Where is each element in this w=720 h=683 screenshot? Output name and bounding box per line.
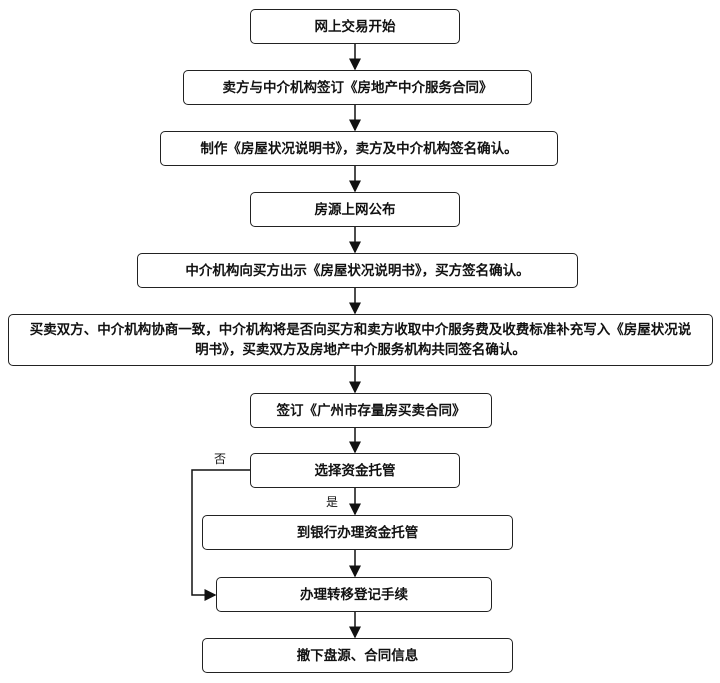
step-remove-listing: 撤下盘源、合同信息 [202,638,513,673]
step-agree-fees: 买卖双方、中介机构协商一致，中介机构将是否向买方和卖方收取中介服务费及收费标准补… [8,314,713,366]
step-bank-escrow: 到银行办理资金托管 [202,515,513,550]
branch-label-yes: 是 [326,495,339,509]
decision-escrow: 选择资金托管 [250,453,460,488]
step-start: 网上交易开始 [250,9,460,44]
step-sign-agency-contract: 卖方与中介机构签订《房地产中介服务合同》 [183,70,532,105]
step-make-house-statement: 制作《房屋状况说明书》，卖方及中介机构签名确认。 [160,131,558,166]
step-show-statement-to-buyer: 中介机构向买方出示《房屋状况说明书》，买方签名确认。 [137,253,578,288]
no-branch-arrow [191,469,250,601]
branch-label-no: 否 [214,452,227,466]
step-sign-sale-contract: 签订《广州市存量房买卖合同》 [250,393,492,428]
step-transfer-registration: 办理转移登记手续 [216,577,492,612]
step-publish-listing: 房源上网公布 [250,192,460,227]
